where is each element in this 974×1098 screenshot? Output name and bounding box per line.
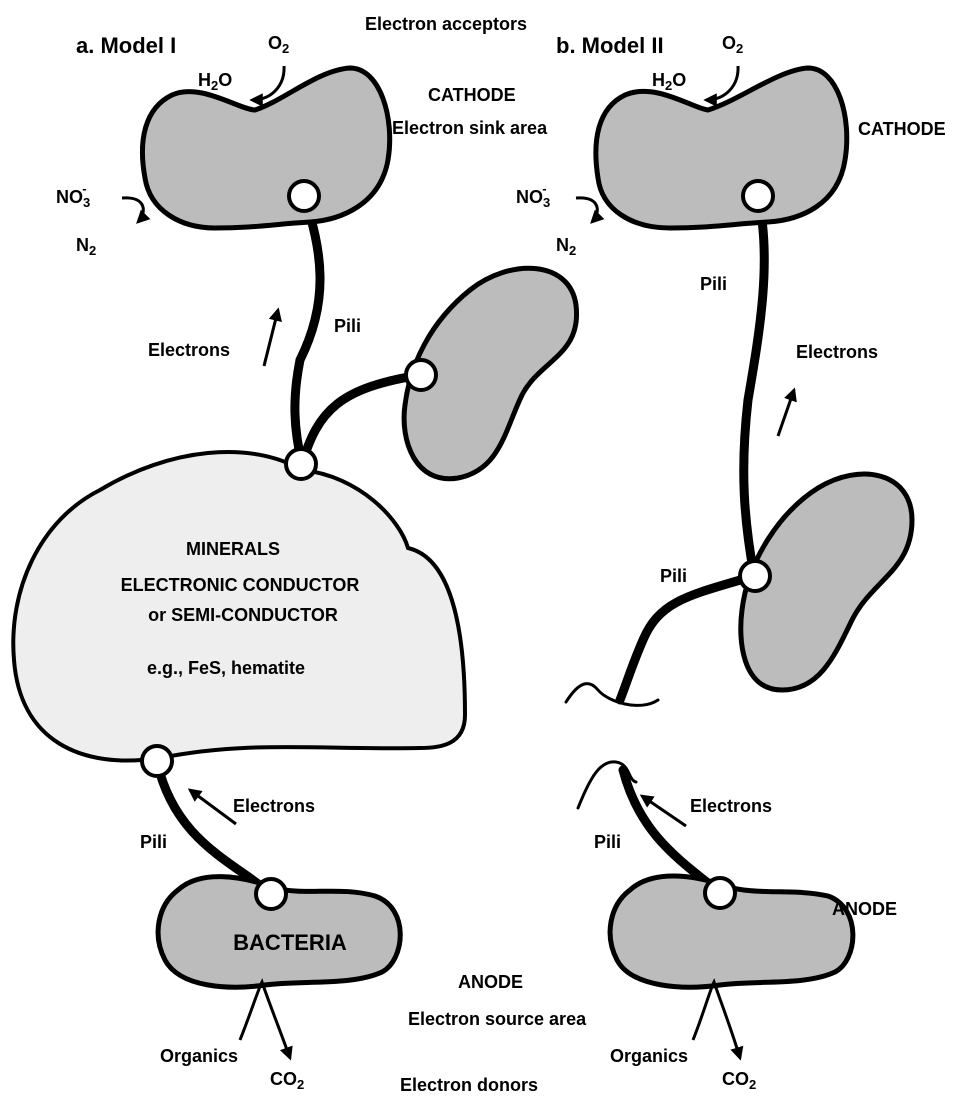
junction-side-cell-b [740, 561, 770, 591]
h2o-label-a: H2O [198, 70, 232, 93]
cathode-label-a: CATHODE [428, 85, 516, 105]
electron-donors-label: Electron donors [400, 1075, 538, 1095]
junction-bacteria-a [256, 879, 286, 909]
svg-text:CO2: CO2 [270, 1069, 304, 1092]
minerals-example: e.g., FeS, hematite [147, 658, 305, 678]
co2-label-a: CO2 [270, 1069, 304, 1092]
electrons-arrow-upper-b [778, 390, 794, 436]
pili-label-upper-a: Pili [334, 316, 361, 336]
no3-arrow-b [576, 198, 597, 222]
electrons-arrow-upper-a [264, 310, 278, 366]
minerals-line2: or SEMI-CONDUCTOR [148, 605, 338, 625]
o2-arrow-a [252, 66, 284, 100]
cathode-cell-a [142, 68, 389, 228]
electrons-arrow-lower-a [190, 790, 236, 824]
organics-co2-arrow-b [693, 982, 740, 1058]
pili-label-lower-a: Pili [140, 832, 167, 852]
svg-text:N2: N2 [556, 235, 576, 258]
co2-label-b: CO2 [722, 1069, 756, 1092]
junction-cathode-b [743, 181, 773, 211]
electrons-label-upper-a: Electrons [148, 340, 230, 360]
svg-text:O2: O2 [268, 33, 289, 56]
n2-label-b: N2 [556, 235, 576, 258]
organics-label-b: Organics [610, 1046, 688, 1066]
svg-text:NO3-: NO3- [56, 181, 90, 210]
junction-minerals-top-a [286, 449, 316, 479]
svg-text:CO2: CO2 [722, 1069, 756, 1092]
no3-label-a: NO3- [56, 181, 90, 210]
pili-broken-upper-b [620, 576, 754, 700]
junction-cathode-a [289, 181, 319, 211]
cathode-cell-b [596, 68, 847, 228]
minerals-line1: ELECTRONIC CONDUCTOR [121, 575, 360, 595]
o2-label-b: O2 [722, 33, 743, 56]
cathode-label-b: CATHODE [858, 119, 946, 139]
no3-arrow-a [122, 198, 143, 222]
svg-text:NO3-: NO3- [516, 181, 550, 210]
organics-co2-arrow-a [240, 982, 290, 1058]
svg-text:H2O: H2O [198, 70, 232, 93]
anode-label-a: ANODE [458, 972, 523, 992]
pili-cathode-cell-b [744, 196, 765, 575]
no3-label-b: NO3- [516, 181, 550, 210]
junction-side-cell-a [406, 360, 436, 390]
o2-arrow-b [706, 66, 738, 100]
electrons-label-lower-a: Electrons [233, 796, 315, 816]
pili-label-lower-b: Pili [594, 832, 621, 852]
cathode-sub-label-a: Electron sink area [392, 118, 548, 138]
o2-label-a: O2 [268, 33, 289, 56]
junction-anode-b [705, 878, 735, 908]
pili-broken-upper-tail-b [566, 684, 658, 706]
svg-text:H2O: H2O [652, 70, 686, 93]
organics-label-a: Organics [160, 1046, 238, 1066]
minerals-title: MINERALS [186, 539, 280, 559]
svg-text:N2: N2 [76, 235, 96, 258]
electron-acceptors-label: Electron acceptors [365, 14, 527, 34]
svg-text:O2: O2 [722, 33, 743, 56]
h2o-label-b: H2O [652, 70, 686, 93]
electrons-label-upper-b: Electrons [796, 342, 878, 362]
bacteria-label: BACTERIA [233, 930, 347, 955]
model-b-title: b. Model II [556, 33, 664, 58]
pili-label-mid-b: Pili [660, 566, 687, 586]
electrons-label-lower-b: Electrons [690, 796, 772, 816]
n2-label-a: N2 [76, 235, 96, 258]
pili-label-upper-b: Pili [700, 274, 727, 294]
anode-sub-label-a: Electron source area [408, 1009, 587, 1029]
model-a-title: a. Model I [76, 33, 176, 58]
anode-label-b: ANODE [832, 899, 897, 919]
junction-minerals-bottom-a [142, 746, 172, 776]
pili-bacteria-minerals-a [157, 762, 270, 893]
